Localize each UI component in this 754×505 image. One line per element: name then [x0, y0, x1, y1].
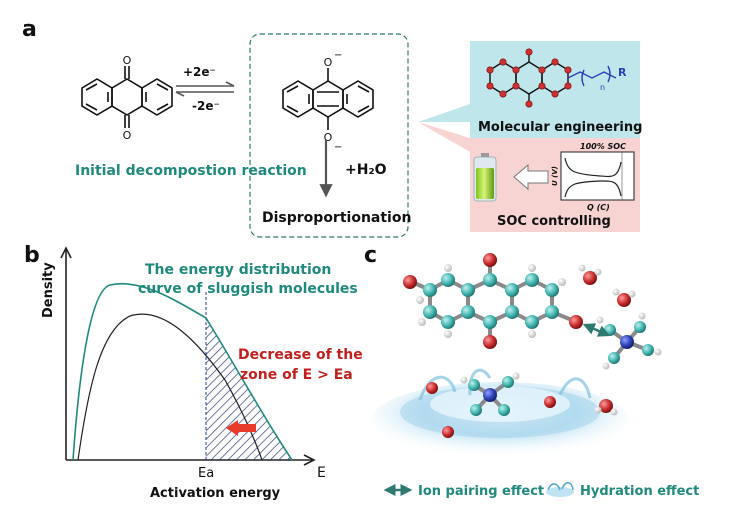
dianion-charge-top: − [334, 50, 342, 61]
curve-note-line1: The energy distribution [145, 262, 331, 278]
soc-controlling-label: SOC controlling [497, 214, 611, 229]
svg-text:O: O [324, 131, 333, 144]
soc-hollow-arrow [513, 163, 549, 191]
initial-reaction-label: Initial decompostion reaction [75, 163, 307, 179]
svg-text:O: O [324, 56, 333, 69]
panel-label-a: a [22, 17, 37, 42]
arrow-label-plus-2e: +2e⁻ [183, 65, 216, 79]
substituent-r-label: R [618, 66, 627, 79]
svg-text:O: O [123, 54, 132, 67]
battery-icon [473, 153, 497, 202]
soc-plot-ylabel: U (V) [551, 166, 559, 186]
hydration-legend-label: Hydration effect [580, 484, 699, 499]
reference-distribution-curve [77, 313, 263, 461]
panel-label-b: b [24, 243, 40, 268]
nitrogen-atoms [483, 335, 634, 402]
ion-pairing-legend-label: Ion pairing effect [418, 484, 544, 499]
redox-arrows [175, 81, 235, 97]
svg-text:O: O [123, 129, 132, 142]
panel-label-c: c [364, 243, 377, 268]
decrease-note-line1: Decrease of the [238, 347, 363, 363]
anthraquinone-structure [81, 66, 173, 128]
anthraquinone-dianion-structure [282, 68, 374, 130]
molecular-engineering-label: Molecular engineering [478, 120, 642, 135]
molecular-engineering-arrow-panel [418, 41, 640, 138]
soc-plot [560, 151, 635, 201]
energy-axis-end-label: E [317, 465, 326, 481]
decrease-arrow [226, 420, 256, 436]
activation-energy-axis-label: Activation energy [150, 486, 281, 501]
anthraquinone-oxygen-labels: OO [123, 54, 132, 142]
engineered-molecule-sites [486, 48, 572, 108]
chain-index-label: n [600, 83, 605, 92]
hydration-legend-icon [546, 481, 574, 497]
ion-pairing-arrow [582, 323, 611, 337]
water-label: +H₂O [345, 162, 387, 178]
oxygen-atoms [403, 253, 631, 438]
dianion-oxygen-labels: OO [324, 56, 333, 144]
arrow-label-minus-2e: -2e⁻ [192, 99, 220, 113]
disproportionation-box [249, 33, 409, 238]
hydrogen-atoms [416, 264, 662, 416]
disproportionation-label: Disproportionation [262, 210, 411, 226]
decrease-note-line2: zone of E > Ea [240, 367, 353, 383]
soc-plot-xlabel: Q (C) [587, 203, 610, 212]
dianion-charge-bottom: − [334, 142, 342, 153]
sluggish-molecules-curve [72, 282, 293, 461]
density-axis-label: Density [41, 262, 56, 318]
curve-note-line2: curve of sluggish molecules [138, 281, 358, 297]
ea-tick-label: Ea [198, 466, 214, 481]
e-greater-than-ea-zone [206, 318, 292, 460]
soc-plot-title: 100% SOC [580, 142, 626, 151]
